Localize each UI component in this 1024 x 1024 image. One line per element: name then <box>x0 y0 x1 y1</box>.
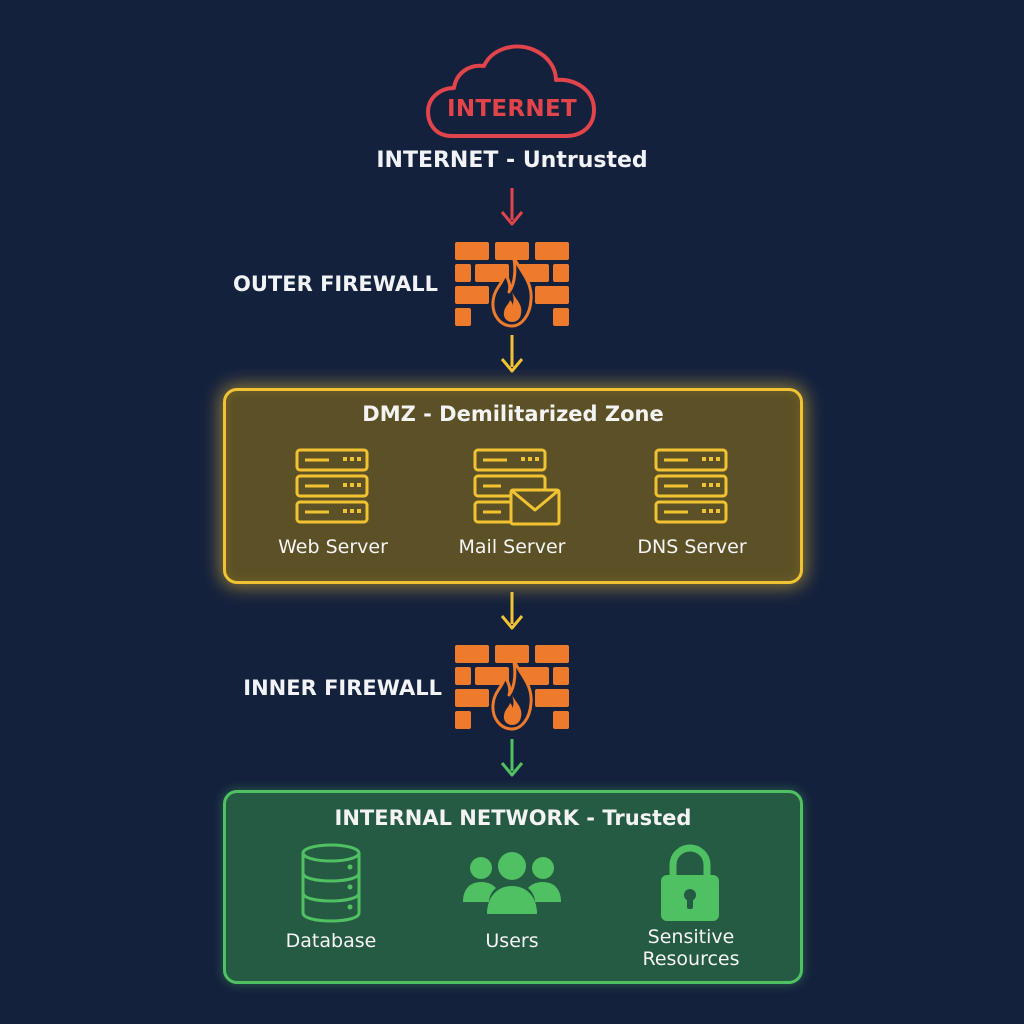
users-label: Users <box>485 930 539 952</box>
web-server-label: Web Server <box>278 536 388 558</box>
lock-icon <box>661 844 719 921</box>
internal-network-title: INTERNAL NETWORK - Trusted <box>334 806 692 830</box>
inner-firewall-label: INNER FIREWALL <box>243 676 442 700</box>
internet-cloud-icon <box>426 44 596 138</box>
dns-server-label: DNS Server <box>637 536 747 558</box>
mail-server-label: Mail Server <box>458 536 566 558</box>
outer-firewall-label: OUTER FIREWALL <box>233 272 438 296</box>
internet-cloud-label: INTERNET <box>447 96 577 122</box>
arrow-down-icon <box>500 188 524 226</box>
arrow-down-icon <box>500 739 524 777</box>
sensitive-resources-label-line2: Resources <box>642 948 740 970</box>
dmz-zone <box>223 388 803 584</box>
server-icon <box>295 448 369 524</box>
firewall-icon <box>455 645 569 731</box>
sensitive-resources-label: Sensitive Resources <box>606 926 776 970</box>
arrow-down-icon <box>500 335 524 373</box>
arrow-down-icon <box>500 592 524 630</box>
dmz-title: DMZ - Demilitarized Zone <box>362 402 664 426</box>
server-icon <box>654 448 728 524</box>
sensitive-resources-label-line1: Sensitive <box>647 926 735 948</box>
internet-caption: INTERNET - Untrusted <box>376 148 648 173</box>
users-icon <box>463 852 561 914</box>
firewall-icon <box>455 242 569 328</box>
mail-server-icon <box>473 448 561 526</box>
database-icon <box>301 843 361 923</box>
database-label: Database <box>285 930 377 952</box>
